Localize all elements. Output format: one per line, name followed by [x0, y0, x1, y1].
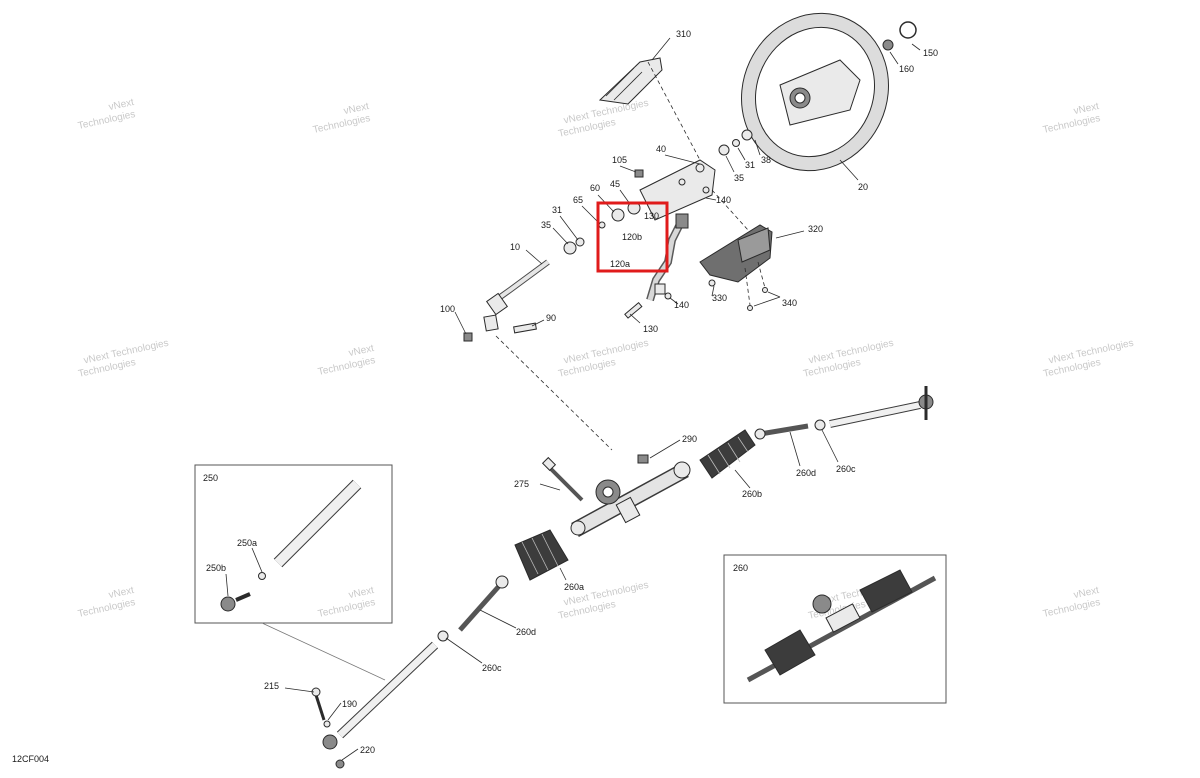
watermark-line2: Technologies — [1042, 597, 1101, 620]
boot-260b — [699, 429, 756, 479]
callout-150: 150 — [923, 48, 938, 58]
watermark-line2: Technologies — [77, 109, 136, 132]
callout-260b: 260b — [742, 489, 762, 499]
watermark-line1: vNext — [343, 101, 371, 117]
nut-160 — [882, 39, 894, 51]
callout-130-top: 130 — [644, 211, 659, 221]
watermark-line1: vNext — [1073, 585, 1101, 601]
inset-260-frame — [723, 554, 947, 704]
inner-tie-rod-260d-bot — [458, 583, 502, 632]
washer-190 — [323, 720, 331, 728]
leader-lines — [225, 37, 921, 761]
callout-215: 215 — [264, 681, 279, 691]
callout-290: 290 — [682, 434, 697, 444]
bushing-35-left — [563, 241, 577, 255]
callout-275: 275 — [514, 479, 529, 489]
nut-260c-top — [814, 419, 826, 431]
callout-250b: 250b — [206, 563, 226, 573]
highlight-box — [596, 201, 669, 273]
callout-140-bot: 140 — [674, 300, 689, 310]
callout-31-left: 31 — [552, 205, 562, 215]
column-bracket-40 — [639, 159, 716, 221]
watermark-line2: Technologies — [317, 597, 376, 620]
screw-340-b — [747, 305, 753, 311]
screw-330 — [708, 279, 716, 287]
inset-250-frame — [194, 464, 393, 624]
inset-260-title: 260 — [733, 563, 748, 573]
nut-220 — [335, 759, 345, 769]
callout-120b: 120b — [622, 232, 642, 242]
watermark-line2: Technologies — [1042, 113, 1101, 136]
washer-38 — [741, 129, 753, 141]
drawing-code: 12CF004 — [12, 754, 50, 764]
callout-10: 10 — [510, 242, 520, 252]
circlip-150 — [899, 21, 917, 39]
callout-130-bot: 130 — [643, 324, 658, 334]
watermark-line1: vNext — [348, 343, 376, 359]
bolt-130-bot — [624, 301, 643, 319]
nut-260c-bot — [437, 630, 449, 642]
callout-45: 45 — [610, 179, 620, 189]
nut-105 — [634, 169, 644, 178]
callout-100: 100 — [440, 304, 455, 314]
inset-250-title: 250 — [203, 473, 218, 483]
bushing-35 — [718, 144, 730, 156]
watermark-line1: vNext — [348, 585, 376, 601]
callout-35-top: 35 — [734, 173, 744, 183]
bolt-140-bot — [664, 292, 672, 300]
watermark-line1: vNext — [1073, 101, 1101, 117]
callout-38: 38 — [761, 155, 771, 165]
callout-140-top: 140 — [716, 195, 731, 205]
callout-20: 20 — [858, 182, 868, 192]
callout-310: 310 — [676, 29, 691, 39]
watermark-line1: vNext — [108, 97, 136, 113]
callout-340: 340 — [782, 298, 797, 308]
callout-105: 105 — [612, 155, 627, 165]
callout-90: 90 — [546, 313, 556, 323]
steering-wheel — [741, 12, 889, 172]
callout-260d-top: 260d — [796, 468, 816, 478]
callout-120a: 120a — [610, 259, 630, 269]
bolt-290 — [637, 454, 649, 464]
watermark-layer: vNext Technologies vNext Technologies vN… — [77, 97, 1135, 622]
callout-260c-top: 260c — [836, 464, 856, 474]
callout-330: 330 — [712, 293, 727, 303]
watermark-line2: Technologies — [317, 355, 376, 378]
nut-100 — [463, 332, 473, 342]
callout-220: 220 — [360, 745, 375, 755]
callout-40: 40 — [656, 144, 666, 154]
boot-260a — [514, 529, 569, 581]
inset-250a-washer — [258, 572, 266, 580]
callout-31-top: 31 — [745, 160, 755, 170]
inset-260-rack — [746, 569, 937, 683]
bolt-275 — [546, 464, 584, 502]
washer-31 — [732, 139, 740, 147]
callout-60: 60 — [590, 183, 600, 193]
tie-rod-end — [322, 734, 338, 750]
watermark-line1: vNext — [108, 585, 136, 601]
watermark-line2: Technologies — [77, 597, 136, 620]
bolt-90 — [513, 322, 537, 334]
callout-320: 320 — [808, 224, 823, 234]
callout-260c-bot: 260c — [482, 663, 502, 673]
callout-260a: 260a — [564, 582, 584, 592]
cover-310 — [598, 57, 663, 105]
bolt-140-top — [702, 186, 710, 194]
callout-160: 160 — [899, 64, 914, 74]
bushing-60 — [611, 208, 625, 222]
inset-250b-end — [220, 596, 236, 612]
screw-340-a — [762, 287, 768, 293]
callout-190: 190 — [342, 699, 357, 709]
callout-65: 65 — [573, 195, 583, 205]
inner-tie-rod-260d-top — [759, 423, 809, 437]
callout-35-left: 35 — [541, 220, 551, 230]
watermark-line2: Technologies — [312, 113, 371, 136]
callout-250a: 250a — [237, 538, 257, 548]
callout-260d-bot: 260d — [516, 627, 536, 637]
washer-65 — [598, 221, 606, 229]
steering-rack — [570, 461, 691, 538]
bolt-215 — [314, 694, 326, 721]
